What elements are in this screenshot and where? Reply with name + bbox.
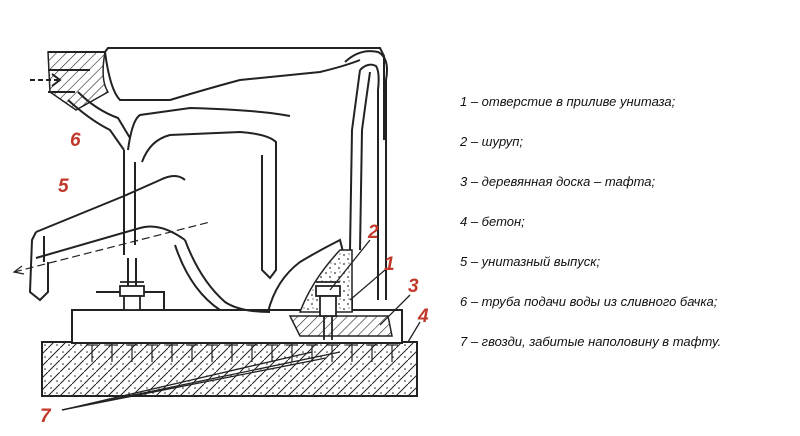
legend-item-6: 6 – труба подачи воды из сливного бачка; <box>460 294 718 309</box>
legend-item-1: 1 – отверстие в приливе унитаза; <box>460 94 676 109</box>
callout-2: 2 <box>367 222 379 243</box>
legend-item-3: 3 – деревянная доска – тафта; <box>460 174 656 189</box>
callouts: 1 2 3 4 5 6 7 <box>40 130 429 427</box>
legend-list: 1 – отверстие в приливе унитаза; 2 – шур… <box>460 88 795 368</box>
legend-item-5: 5 – унитазный выпуск; <box>460 254 601 269</box>
callout-1: 1 <box>384 254 395 275</box>
concrete-slab <box>41 341 418 397</box>
water-inlet-pipe <box>30 69 131 151</box>
callout-5: 5 <box>58 176 69 197</box>
left-screw <box>119 281 145 311</box>
leader-lines <box>61 239 421 411</box>
callout-4: 4 <box>417 306 429 327</box>
callout-6: 6 <box>70 130 81 151</box>
legend-item-4: 4 – бетон; <box>460 214 525 229</box>
right-screw <box>315 281 341 340</box>
toilet-installation-diagram: 1 2 3 4 5 6 7 <box>12 47 429 427</box>
outlet-pipe <box>12 175 211 302</box>
callout-3: 3 <box>408 276 419 297</box>
legend-item-2: 2 – шуруп; <box>460 134 524 149</box>
callout-7: 7 <box>40 406 52 427</box>
legend-item-7: 7 – гвозди, забитые наполовину в тафту. <box>460 334 722 349</box>
